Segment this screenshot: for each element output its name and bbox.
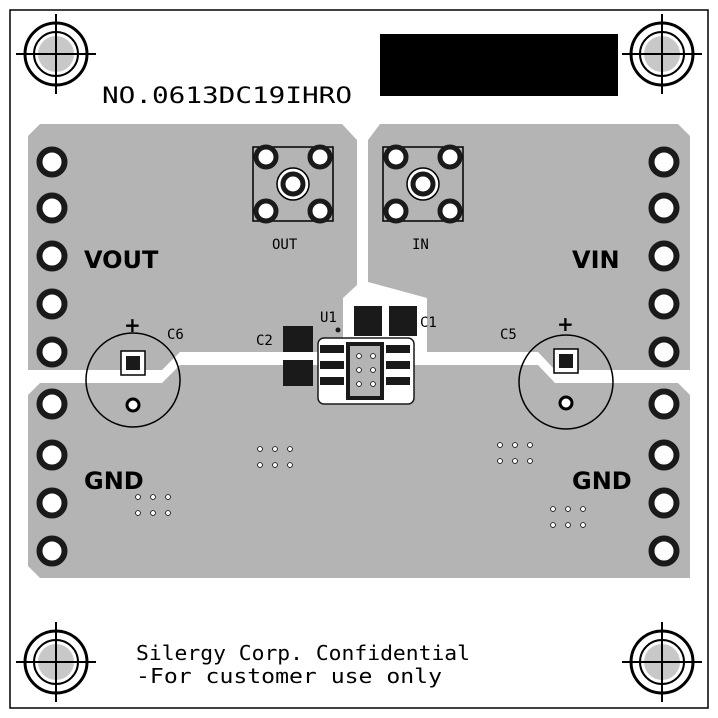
cap-c2: C2 [256,326,313,386]
header-pin-icon [36,192,68,224]
sma-connector-icon [382,144,464,224]
header-pin-icon [36,388,68,420]
electrolytic-capacitor-icon [85,332,181,428]
c5-plus: + [557,312,574,336]
vin-pour [368,124,690,370]
header-pin-icon [36,487,68,519]
header-pin-icon [36,240,68,272]
traces [180,120,535,361]
electrolytic-capacitor-icon [518,334,614,430]
vout-pour [28,124,357,370]
header-pin-icon [36,439,68,471]
header-pin-icon [648,146,680,178]
header-pin-icon [36,336,68,368]
cap-c5: + C5 [500,312,614,430]
header-pin-icon [648,192,680,224]
footer-line-1: Silergy Corp. Confidential [136,641,470,665]
out-label: OUT [272,237,298,253]
header-pin-icon [648,535,680,567]
u1-label: U1 [320,310,337,326]
gnd-right-label: GND [572,467,632,495]
footer-line-2: -For customer use only [136,664,442,688]
c6-plus: + [124,313,141,337]
vin-label: VIN [572,246,620,274]
mounting-hole-icon [16,622,96,702]
cap-c1: C1 [354,306,437,336]
c5-label: C5 [500,327,517,343]
header-pin-icon [648,388,680,420]
via-clusters [135,353,586,528]
header-pin-icon [36,146,68,178]
c1-label: C1 [420,315,437,331]
via-cluster [257,446,293,468]
mounting-hole-icon [16,14,96,94]
in-label: IN [412,237,429,253]
ic-u1: U1 [317,310,415,405]
via-cluster [497,442,533,464]
mounting-hole-icon [622,622,702,702]
via-cluster [550,506,586,528]
header-pin-icon [648,439,680,471]
header-pin-icon [36,535,68,567]
via-cluster [135,494,171,516]
vout-label: VOUT [84,246,159,274]
sma-connector-icon [252,144,334,224]
sma-connectors [252,144,464,224]
marking-block [380,34,618,96]
gnd-left-label: GND [84,467,144,495]
mounting-hole-icon [622,14,702,94]
header-pin-icon [648,487,680,519]
gnd-pour [28,365,690,578]
header-pin-icon [648,336,680,368]
copper-pours [28,124,690,578]
header-pin-icon [648,240,680,272]
part-number: NO.0613DC19IHRO [102,84,352,109]
mounting-holes [16,14,702,702]
header-pins [36,146,680,567]
cap-c6: + C6 [85,313,184,428]
c6-label: C6 [167,327,184,343]
c2-label: C2 [256,333,273,349]
header-pin-icon [648,288,680,320]
via-cluster [356,353,376,387]
header-pin-icon [36,288,68,320]
